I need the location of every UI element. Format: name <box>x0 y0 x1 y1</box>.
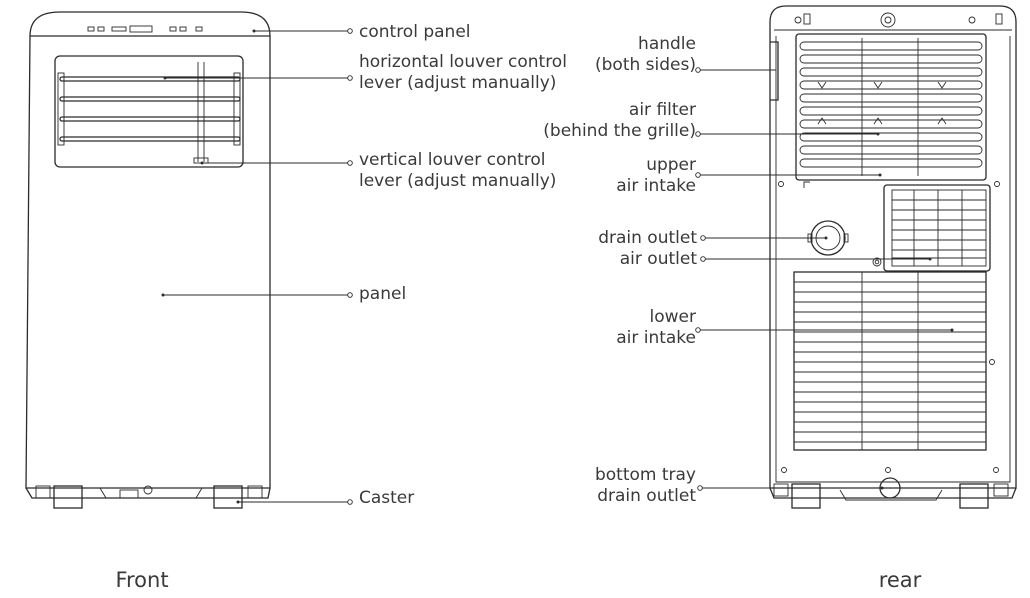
label-control-panel: control panel <box>359 22 471 42</box>
rear-air-outlet <box>872 184 991 272</box>
label-air-outlet: air outlet <box>620 249 698 269</box>
label-upper-air-intake-line2: air intake <box>616 176 696 196</box>
label-caster: Caster <box>359 488 414 508</box>
label-lower-air-intake-line2: air intake <box>616 328 696 348</box>
rear-upper-grille <box>795 33 987 181</box>
rear-base <box>769 477 1017 509</box>
caption-front: Front <box>115 568 168 592</box>
label-handle-line1: handle <box>638 34 696 54</box>
rear-lower-grille <box>793 271 987 451</box>
label-handle-line2: (both sides) <box>595 55 696 75</box>
label-drain-outlet: drain outlet <box>598 228 697 248</box>
rear-leader-lines <box>695 67 954 491</box>
rear-handle <box>770 41 779 101</box>
caption-rear: rear <box>879 568 922 592</box>
label-lower-air-intake-line1: lower <box>650 307 696 327</box>
label-air-filter-line1: air filter <box>629 100 696 120</box>
label-air-filter-line2: (behind the grille) <box>543 121 696 141</box>
front-louver-bars <box>57 62 241 164</box>
label-panel: panel <box>359 284 406 304</box>
front-leader-lines <box>161 28 353 505</box>
rear-labels: handle (both sides) air filter (behind t… <box>543 34 697 506</box>
label-upper-air-intake-line1: upper <box>646 155 696 175</box>
label-horizontal-louver-line1: horizontal louver control <box>359 52 567 72</box>
label-bottom-tray-line2: drain outlet <box>597 486 696 506</box>
label-vertical-louver-line2: lever (adjust manually) <box>359 171 556 191</box>
upper-grille-slots <box>799 41 983 168</box>
front-unit <box>25 11 271 509</box>
label-vertical-louver-line1: vertical louver control <box>359 150 546 170</box>
label-horizontal-louver-line2: lever (adjust manually) <box>359 73 556 93</box>
front-base <box>25 485 271 509</box>
front-control-strip <box>87 25 203 33</box>
rear-unit <box>769 5 1017 509</box>
front-labels: control panel horizontal louver control … <box>359 22 567 508</box>
label-bottom-tray-line1: bottom tray <box>595 465 696 485</box>
